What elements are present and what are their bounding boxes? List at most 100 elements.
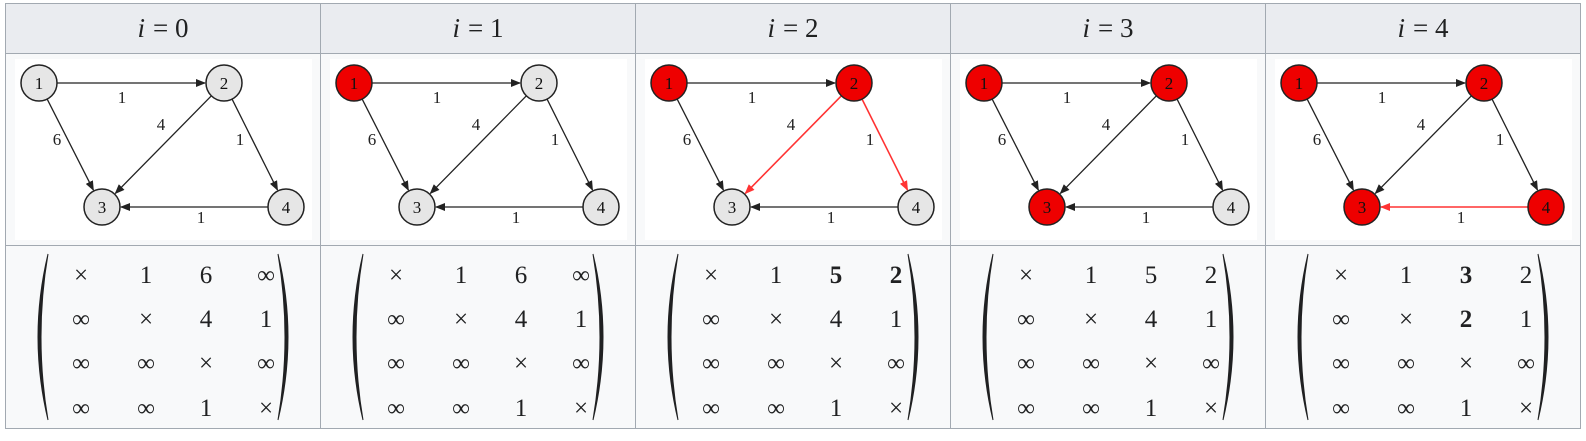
matrix-entry: ∞	[257, 262, 275, 289]
matrix-entry: 1	[889, 306, 903, 333]
matrix-entry: ×	[453, 306, 469, 333]
matrix-entry: ∞	[1082, 350, 1100, 377]
matrix-entry: 1	[1204, 306, 1218, 333]
matrix-parentheses	[1297, 253, 1549, 421]
edge-weight-label: 1	[1456, 208, 1465, 227]
edge-1-3	[361, 98, 409, 191]
matrix-entry: 2	[1519, 262, 1533, 289]
matrix-entry: ×	[513, 350, 529, 377]
matrix-entry: 1	[454, 262, 468, 289]
step-header-4: i= 4	[1265, 3, 1581, 54]
matrix-entry: ∞	[1017, 350, 1035, 377]
matrix-entry: ∞	[1017, 395, 1035, 422]
matrix-entry: 1	[769, 262, 783, 289]
edge-1-3	[991, 98, 1039, 191]
node-label: 1	[34, 74, 43, 93]
node-label: 1	[664, 74, 673, 93]
matrix-entry: ∞	[1017, 306, 1035, 333]
matrix-entry: ∞	[1397, 350, 1415, 377]
matrix-entry: 2	[1459, 306, 1473, 333]
matrix-entry: ∞	[72, 306, 90, 333]
iteration-value: = 3	[1098, 13, 1134, 43]
node-4: 4	[1211, 188, 1250, 226]
edge-2-3	[114, 95, 212, 195]
edge-weight-label: 4	[471, 115, 480, 134]
matrix-entry: ×	[1458, 350, 1474, 377]
matrix-entry: ∞	[767, 350, 785, 377]
edge-1-3	[46, 98, 94, 191]
node-4: 4	[896, 188, 935, 226]
edge-2-4	[230, 98, 278, 191]
matrix-entry: 1	[139, 262, 153, 289]
iteration-variable: i	[452, 13, 461, 43]
node-4: 4	[1526, 188, 1565, 226]
matrix-entry: ∞	[137, 395, 155, 422]
edge-weight-label: 6	[367, 130, 376, 149]
matrix-entry: 1	[1144, 395, 1158, 422]
node-3: 3	[712, 188, 751, 226]
edge-weight-label: 1	[865, 130, 874, 149]
iteration-value: = 2	[783, 13, 819, 43]
matrix-entry: 1	[259, 306, 273, 333]
node-label: 2	[534, 74, 543, 93]
edge-2-3	[1059, 95, 1157, 195]
node-1: 1	[334, 64, 373, 102]
node-label: 4	[596, 198, 605, 217]
matrix-entry: 4	[199, 306, 213, 333]
matrix-entry: ∞	[767, 395, 785, 422]
iteration-variable: i	[137, 13, 146, 43]
node-1: 1	[19, 64, 58, 102]
iteration-variable: i	[1397, 13, 1406, 43]
matrix-entry: ×	[1018, 262, 1034, 289]
edge-weight-label: 6	[997, 130, 1006, 149]
matrix-entry: ×	[1398, 306, 1414, 333]
matrix-entry: ∞	[572, 262, 590, 289]
matrix-parentheses	[982, 253, 1234, 421]
matrix-parentheses	[37, 253, 289, 421]
edge-weight-label: 6	[682, 130, 691, 149]
edge-weight-label: 1	[1495, 130, 1504, 149]
matrix-entry: 1	[1084, 262, 1098, 289]
matrix-entry: ∞	[1332, 395, 1350, 422]
edge-2-4	[860, 98, 908, 191]
matrix-entry: 4	[829, 306, 843, 333]
node-label: 3	[1357, 198, 1366, 217]
node-label: 4	[911, 198, 920, 217]
step-header-2: i= 2	[635, 3, 951, 54]
matrix-entry: 6	[199, 262, 213, 289]
matrix-entry: ∞	[1397, 395, 1415, 422]
edge-weight-label: 4	[1416, 115, 1425, 134]
matrix-entry: ×	[888, 395, 904, 422]
node-label: 3	[97, 198, 106, 217]
matrix-entry: ∞	[387, 350, 405, 377]
matrix-entry: 3	[1459, 262, 1473, 289]
matrix-entry: 1	[1459, 395, 1473, 422]
matrix-entry: 5	[829, 262, 843, 289]
node-label: 4	[1541, 198, 1550, 217]
node-4: 4	[266, 188, 305, 226]
iteration-value: = 0	[153, 13, 189, 43]
matrix-entry: ∞	[702, 350, 720, 377]
matrix-entry: ∞	[452, 395, 470, 422]
edge-weight-label: 1	[1062, 88, 1071, 107]
node-2: 2	[1464, 64, 1503, 102]
edge-weight-label: 4	[786, 115, 795, 134]
edge-1-3	[676, 98, 724, 191]
node-2: 2	[204, 64, 243, 102]
matrix-entry: ×	[1143, 350, 1159, 377]
node-1: 1	[1279, 64, 1318, 102]
matrix-entry: 4	[514, 306, 528, 333]
matrix-entry: ×	[1203, 395, 1219, 422]
